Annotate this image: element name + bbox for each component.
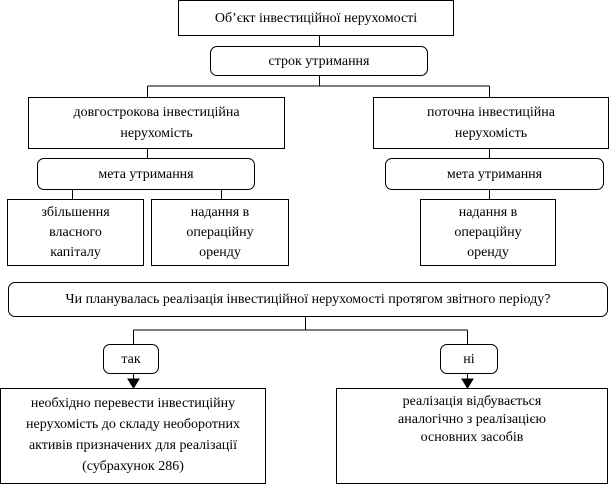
current-box: поточна інвестиційна нерухомість bbox=[373, 97, 609, 149]
arrow-no bbox=[461, 378, 474, 389]
yes-box: так bbox=[103, 344, 159, 374]
purpose-right-box: мета утримання bbox=[385, 158, 604, 190]
capital-growth-box: збільшення власного капіталу bbox=[7, 199, 144, 266]
lease-right-box: надання в операційну оренду bbox=[420, 199, 556, 266]
root-box: Об’єкт інвестиційної нерухомості bbox=[178, 0, 454, 36]
arrow-yes bbox=[127, 378, 140, 389]
purpose-left-box: мета утримання bbox=[37, 158, 255, 190]
no-result-box: реалізація відбувається аналогічно з реа… bbox=[336, 388, 608, 484]
yes-result-box: необхідно перевести інвестиційну нерухом… bbox=[0, 388, 266, 484]
long-term-box: довгострокова інвестиційна нерухомість bbox=[28, 97, 285, 149]
lease-left-box: надання в операційну оренду bbox=[151, 199, 289, 266]
no-box: ні bbox=[440, 344, 498, 374]
criterion-term-box: строк утримання bbox=[210, 46, 428, 76]
question-box: Чи планувалась реалізація інвестиційної … bbox=[8, 282, 608, 317]
